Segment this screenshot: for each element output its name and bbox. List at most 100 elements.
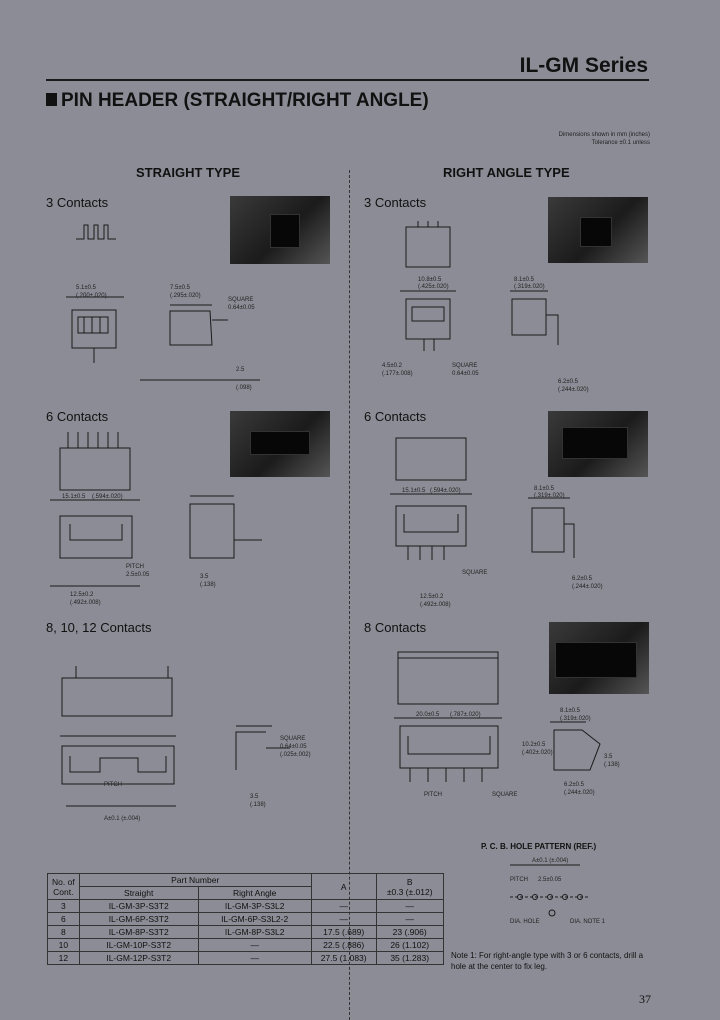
dim-r8-b: (.787±.020) bbox=[450, 712, 481, 718]
dim-r3-c: 8.1±0.5 bbox=[514, 277, 535, 283]
dim-r3-f: (.177±.008) bbox=[382, 371, 413, 377]
unit-note: Dimensions shown in mm (inches) Toleranc… bbox=[530, 131, 650, 147]
dim-s8-d: 0.64±0.05 bbox=[280, 744, 307, 750]
dim-r8-h: (.138) bbox=[604, 762, 620, 768]
dim-r8-square: SQUARE bbox=[492, 792, 517, 798]
table-header-a: A bbox=[310, 873, 377, 900]
drawing-straight-8: PITCH A±0.1 (±.004) 3.5 (.138) SQUARE 0.… bbox=[60, 666, 311, 822]
dim-r6-h: (.244±.020) bbox=[572, 584, 603, 590]
dim-s3-pin: 0.64±0.05 bbox=[228, 305, 255, 311]
dim-r3-square: SQUARE bbox=[452, 363, 477, 369]
dim-s8-e: (.025±.002) bbox=[280, 752, 311, 758]
dim-s8-a: A±0.1 (±.004) bbox=[104, 816, 140, 822]
dim-s3-c: 7.5±0.5 bbox=[170, 285, 191, 291]
section-straight-6: 6 Contacts bbox=[46, 409, 109, 424]
series-title: IL-GM Series bbox=[519, 54, 648, 77]
dim-s6-pitch: 2.5±0.05 bbox=[126, 572, 150, 578]
dim-r3-e: 4.5±0.2 bbox=[382, 363, 403, 369]
dim-s6-a: 15.1±0.5 bbox=[62, 494, 86, 500]
dim-r3-i: (.244±.020) bbox=[558, 387, 589, 393]
dim-s8-c: (.138) bbox=[250, 802, 266, 808]
dim-r6-b: (.594±.020) bbox=[430, 488, 461, 494]
pcb-hole-note: DIA. NOTE 1 bbox=[570, 919, 606, 925]
dim-r8-f: (.402±.020) bbox=[522, 750, 553, 756]
page-title: PIN HEADER (STRAIGHT/RIGHT ANGLE) bbox=[46, 90, 429, 112]
page-number: 37 bbox=[639, 992, 651, 1006]
dim-r6-c: 8.1±0.5 bbox=[534, 486, 555, 492]
dim-r6-a: 15.1±0.5 bbox=[402, 488, 426, 494]
photo-straight-3 bbox=[230, 196, 330, 264]
drawing-right-6: 15.1±0.5 (.594±.020) 8.1±0.5 (.319±.020)… bbox=[390, 437, 603, 608]
right-angle-type-heading: RIGHT ANGLE TYPE bbox=[443, 165, 570, 180]
pcb-hole-pattern-title: P. C. B. HOLE PATTERN (REF.) bbox=[481, 842, 597, 851]
drawing-pcb-hole-pattern: A±0.1 (±.004) PITCH 2.5±0.05 DIA. HOLE D… bbox=[510, 858, 606, 925]
dim-s6-pitch-label: PITCH bbox=[126, 564, 144, 570]
unit-note-line1: Dimensions shown in mm (inches) bbox=[558, 132, 650, 138]
section-straight-8-10-12: 8, 10, 12 Contacts bbox=[46, 620, 152, 635]
table-header-straight: Straight bbox=[78, 886, 199, 900]
dim-s8-b: 3.5 bbox=[250, 794, 259, 800]
drawing-straight-6: 15.1±0.5 (.594±.020) 12.5±0.2 (.492±.008… bbox=[50, 432, 262, 606]
dim-r8-i: 6.2±0.5 bbox=[564, 782, 585, 788]
dim-s3-a: 5.1±0.5 bbox=[76, 285, 97, 291]
dim-s6-c: 12.5±0.2 bbox=[70, 592, 94, 598]
photo-straight-6 bbox=[230, 411, 330, 477]
dim-s6-f: (.138) bbox=[200, 582, 216, 588]
pcb-pitch-label: PITCH bbox=[510, 877, 528, 883]
header-rule bbox=[46, 79, 649, 81]
photo-right-3 bbox=[548, 197, 648, 263]
dim-s3-pitch: 2.5 bbox=[236, 367, 245, 373]
section-right-6: 6 Contacts bbox=[364, 409, 427, 424]
dim-s6-d: (.492±.008) bbox=[70, 600, 101, 606]
dim-r6-e: 12.5±0.2 bbox=[420, 594, 444, 600]
dim-r8-g: 3.5 bbox=[604, 754, 613, 760]
photo-right-6 bbox=[548, 411, 648, 477]
dim-r8-e: 10.2±0.5 bbox=[522, 742, 546, 748]
dim-r6-f: (.492±.008) bbox=[420, 602, 451, 608]
dim-r3-b: (.425±.020) bbox=[418, 284, 449, 290]
dim-r8-d: (.319±.020) bbox=[560, 716, 591, 722]
table-header-part-number: Part Number bbox=[78, 873, 312, 887]
dim-r6-d: (.319±.020) bbox=[534, 493, 565, 499]
dim-r3-d: (.319±.020) bbox=[514, 284, 545, 290]
dim-s3-d: (.295±.020) bbox=[170, 293, 201, 299]
dim-s6-b: (.594±.020) bbox=[92, 494, 123, 500]
dim-s8-square: SQUARE bbox=[280, 736, 305, 742]
section-right-3: 3 Contacts bbox=[364, 195, 427, 210]
dim-r6-square: SQUARE bbox=[462, 570, 487, 576]
dim-r8-pitch-label: PITCH bbox=[424, 792, 442, 798]
dim-r8-a: 20.0±0.5 bbox=[416, 712, 440, 718]
table-header-b: B±0.3 (±.012) bbox=[375, 873, 444, 900]
drawing-right-8: 20.0±0.5 (.787±.020) 8.1±0.5 (.319±.020)… bbox=[394, 651, 620, 798]
pcb-dim-a: A±0.1 (±.004) bbox=[532, 858, 568, 864]
photo-right-8 bbox=[549, 622, 649, 694]
dim-r3-g: 0.64±0.05 bbox=[452, 371, 479, 377]
dim-s3-b: (.200±.020) bbox=[76, 293, 107, 299]
dim-r3-a: 10.8±0.5 bbox=[418, 277, 442, 283]
note-1: Note 1: For right-angle type with 3 or 6… bbox=[451, 951, 644, 971]
table-header-right-angle: Right Angle bbox=[197, 886, 312, 900]
dim-r3-h: 6.2±0.5 bbox=[558, 379, 579, 385]
pcb-pitch: 2.5±0.05 bbox=[538, 877, 562, 883]
drawing-straight-3: 5.1±0.5 (.200±.020) 7.5±0.5 (.295±.020) … bbox=[66, 224, 260, 391]
drawing-right-3: 10.8±0.5 (.425±.020) 8.1±0.5 (.319±.020)… bbox=[382, 221, 589, 393]
section-right-8: 8 Contacts bbox=[364, 620, 427, 635]
dim-r8-c: 8.1±0.5 bbox=[560, 708, 581, 714]
dim-r6-g: 6.2±0.5 bbox=[572, 576, 593, 582]
dim-r8-j: (.244±.020) bbox=[564, 790, 595, 796]
dim-s8-pitch-label: PITCH bbox=[104, 782, 122, 788]
pcb-hole: DIA. HOLE bbox=[510, 919, 540, 925]
dim-s6-e: 3.5 bbox=[200, 574, 209, 580]
dim-s3-square: SQUARE bbox=[228, 297, 253, 303]
column-divider bbox=[349, 170, 350, 1020]
dim-s3-e: (.098) bbox=[236, 385, 252, 391]
unit-note-line2: Tolerance ±0.1 unless bbox=[591, 140, 650, 146]
section-straight-3: 3 Contacts bbox=[46, 195, 109, 210]
